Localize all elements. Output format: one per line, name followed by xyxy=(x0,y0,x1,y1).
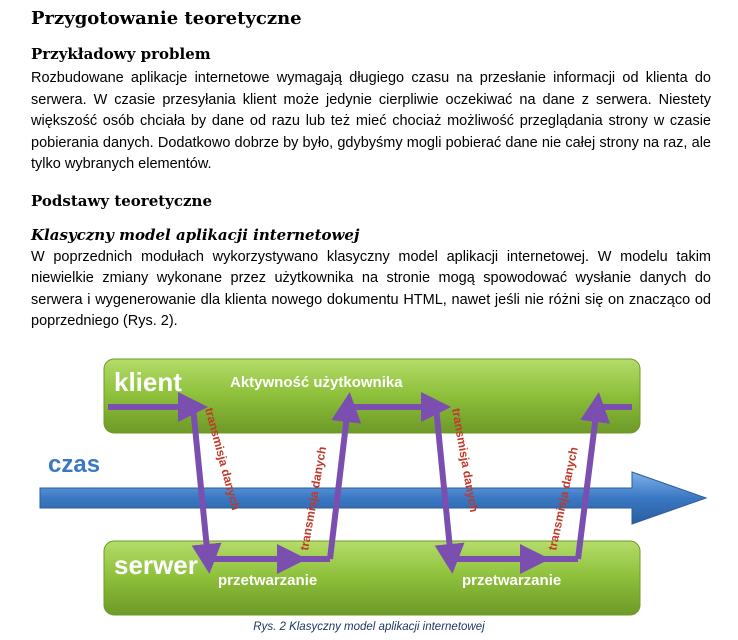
classic-model-heading: Klasyczny model aplikacji internetowej xyxy=(31,225,360,244)
figure-caption: Rys. 2 Klasyczny model aplikacji interne… xyxy=(253,621,485,633)
example-heading: Przykładowy problem xyxy=(31,45,211,63)
server-label: serwer xyxy=(114,550,198,580)
time-label: czas xyxy=(48,451,100,478)
processing-label-1: przetwarzanie xyxy=(218,572,317,589)
client-label: klient xyxy=(114,367,182,397)
example-paragraph: Rozbudowane aplikacje internetowe wymaga… xyxy=(31,70,711,172)
user-activity-label: Aktywność użytkownika xyxy=(230,374,403,391)
client-bar xyxy=(103,358,641,434)
classic-model-diagram: klient Aktywność użytkownika czas serwer… xyxy=(0,345,738,635)
time-arrow xyxy=(39,471,708,525)
classic-model-paragraph: W poprzednich modułach wykorzystywano kl… xyxy=(31,248,711,330)
diagram-svg: klient Aktywność użytkownika czas serwer… xyxy=(39,358,708,616)
section-title: Przygotowanie teoretyczne xyxy=(31,8,302,29)
processing-label-2: przetwarzanie xyxy=(462,572,561,589)
basics-heading: Podstawy teoretyczne xyxy=(31,191,212,210)
document-body: Przygotowanie teoretyczne Przykładowy pr… xyxy=(31,0,711,333)
data-flow-path xyxy=(108,392,632,574)
